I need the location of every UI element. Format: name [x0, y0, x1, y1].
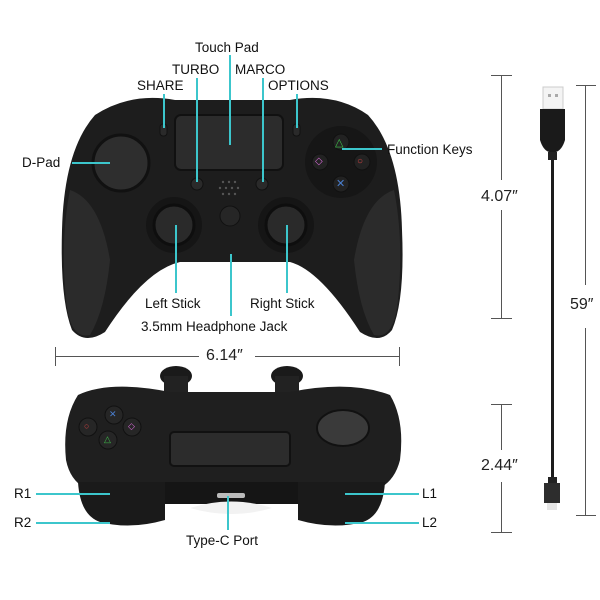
right-stick-label: Right Stick — [250, 296, 315, 311]
depth-dimension-tick-bottom — [491, 532, 512, 533]
turbo-leader — [196, 78, 198, 182]
l1-leader — [345, 493, 419, 495]
width-dimension-label: 6.14″ — [206, 347, 243, 364]
d-pad-label: D-Pad — [22, 155, 61, 170]
touch-pad-leader — [229, 55, 231, 145]
triangle-button-icon[interactable]: △ — [335, 137, 344, 149]
width-dimension-tick-left — [55, 347, 56, 366]
cable-length-label: 59″ — [570, 296, 594, 313]
r2-leader — [36, 522, 110, 524]
type-c-port-label: Type-C Port — [186, 533, 259, 548]
cable-dimension-line-bottom — [585, 328, 586, 516]
square-button-icon[interactable]: ◇ — [315, 156, 323, 167]
marco-leader — [262, 78, 264, 182]
cable-dimension-tick-bottom — [576, 515, 596, 516]
type-c-leader — [227, 496, 229, 530]
touch-pad-label: Touch Pad — [195, 40, 259, 55]
width-dimension-line-left — [56, 356, 199, 357]
right-stick-leader — [286, 225, 288, 293]
left-stick-label: Left Stick — [145, 296, 201, 311]
height-dimension-line-top — [501, 75, 502, 180]
l2-leader — [345, 522, 419, 524]
front-square-button-icon[interactable]: ◇ — [128, 421, 135, 431]
headphone-jack-leader — [230, 254, 232, 316]
l1-label: L1 — [422, 486, 438, 501]
share-label: SHARE — [137, 78, 184, 93]
d-pad-leader — [72, 162, 110, 164]
left-stick-leader — [175, 225, 177, 293]
circle-button-icon[interactable]: ○ — [357, 156, 364, 167]
function-keys-label: Function Keys — [387, 142, 473, 157]
depth-dimension-label: 2.44″ — [481, 457, 518, 474]
share-leader — [163, 94, 165, 128]
front-circle-button-icon[interactable]: ○ — [84, 421, 90, 431]
height-dimension-line-bottom — [501, 210, 502, 318]
options-leader — [296, 94, 298, 128]
marco-label: MARCO — [235, 62, 286, 77]
width-dimension-line-right — [255, 356, 399, 357]
headphone-jack-label: 3.5mm Headphone Jack — [141, 319, 288, 334]
cable-dimension-tick-top — [576, 85, 596, 86]
height-dimension-tick-top — [491, 75, 512, 76]
r1-label: R1 — [14, 486, 32, 501]
cable-dimension-line-top — [585, 85, 586, 285]
depth-dimension-tick-top — [491, 404, 512, 405]
front-triangle-button-icon[interactable]: △ — [104, 434, 111, 444]
depth-dimension-line-top — [501, 404, 502, 450]
height-dimension-tick-bottom — [491, 318, 512, 319]
depth-dimension-line-bottom — [501, 482, 502, 532]
turbo-label: TURBO — [172, 62, 220, 77]
options-label: OPTIONS — [268, 78, 329, 93]
front-cross-button-icon[interactable]: ✕ — [109, 409, 117, 419]
width-dimension-tick-right — [399, 347, 400, 366]
function-keys-leader — [342, 148, 382, 150]
r1-leader — [36, 493, 110, 495]
height-dimension-label: 4.07″ — [481, 188, 518, 205]
r2-label: R2 — [14, 515, 32, 530]
l2-label: L2 — [422, 515, 438, 530]
cross-button-icon[interactable]: ✕ — [336, 178, 346, 190]
